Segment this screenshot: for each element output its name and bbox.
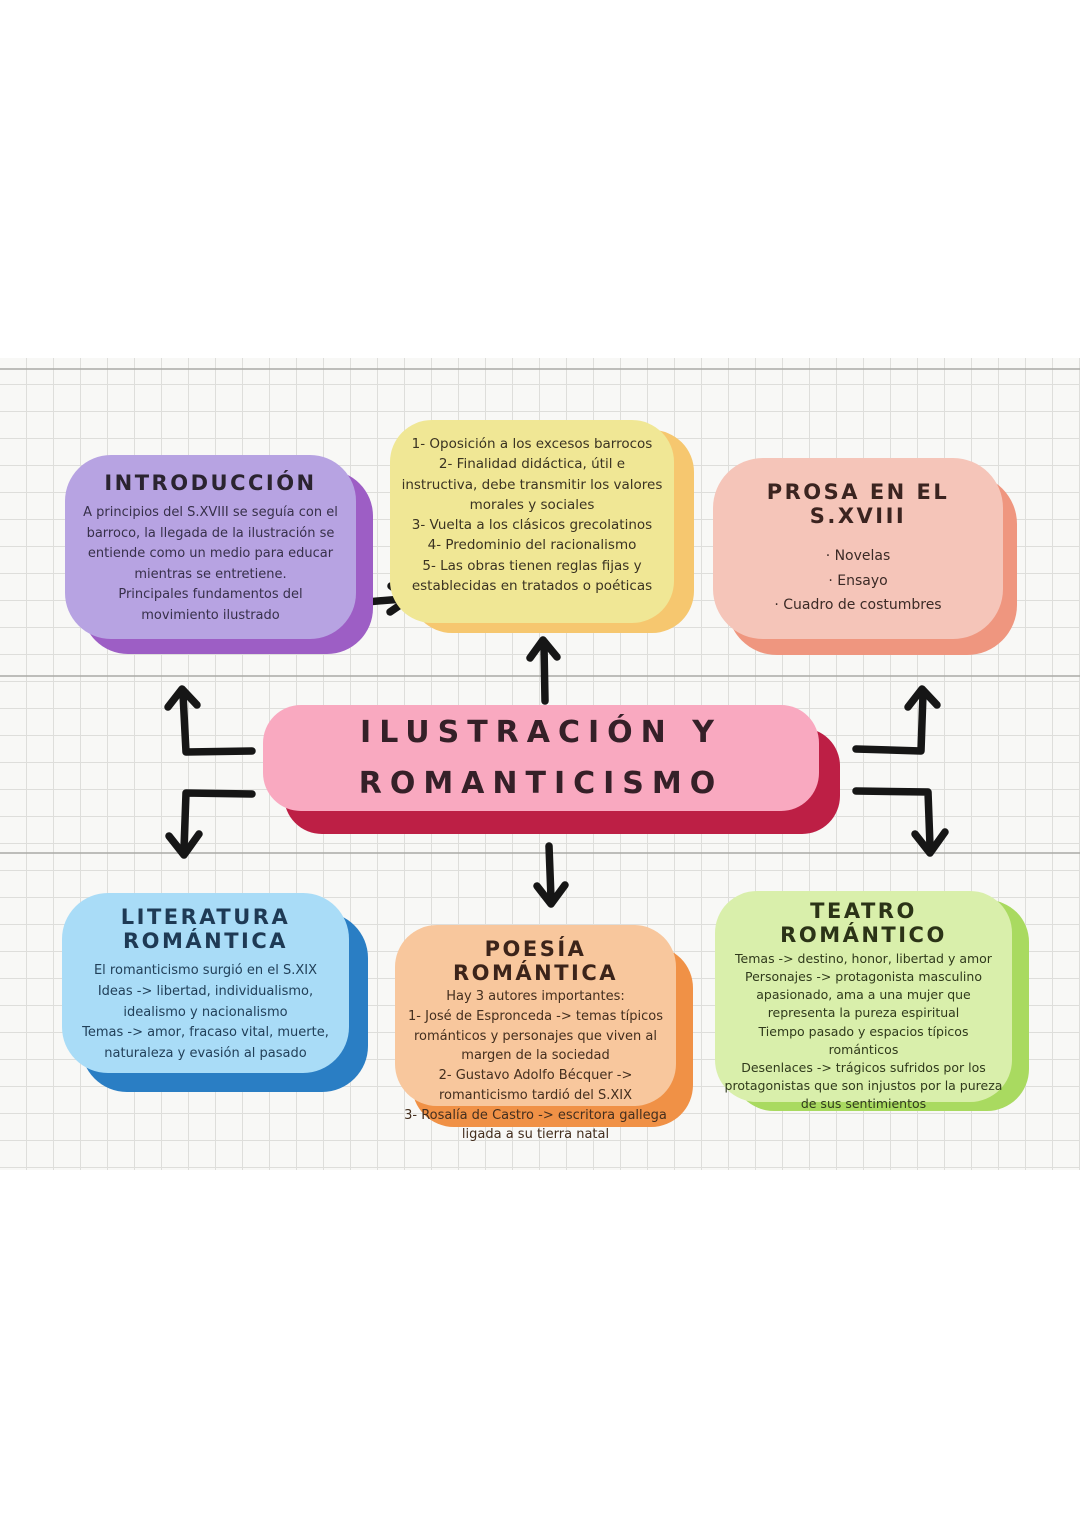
node-literatura-paragraph: Temas -> amor, fracaso vital, muerte, na…	[82, 1025, 329, 1062]
node-poesia-title: POESÍA ROMÁNTICA	[452, 937, 619, 985]
node-prosa-item: · Ensayo	[828, 572, 888, 589]
node-caracteristicas-list: 1- Oposición a los excesos barrocos 2- F…	[400, 434, 664, 596]
node-poesia: POESÍA ROMÁNTICA Hay 3 autores important…	[395, 925, 676, 1142]
node-teatro-title: TEATRO ROMÁNTICO	[780, 899, 947, 947]
node-poesia-paragraph: Hay 3 autores importantes:	[446, 989, 625, 1004]
node-literatura-title: LITERATURA ROMÁNTICA	[120, 905, 291, 953]
center-title-line2: ROMANTICISMO	[358, 766, 724, 801]
node-introduccion-paragraph: A principios del S.XVIII se seguía con e…	[83, 505, 338, 582]
node-poesia-paragraph: 2- Gustavo Adolfo Bécquer -> romanticism…	[438, 1068, 633, 1103]
node-prosa-title: PROSA EN EL S.XVIII	[766, 480, 950, 528]
node-caracteristicas-item: 3- Vuelta a los clásicos grecolatinos	[411, 517, 653, 533]
node-teatro-paragraph: Temas -> destino, honor, libertad y amor	[735, 951, 992, 966]
node-caracteristicas-item: 2- Finalidad didáctica, útil e instructi…	[401, 456, 663, 513]
node-caracteristicas: 1- Oposición a los excesos barrocos 2- F…	[390, 420, 674, 623]
node-teatro-paragraph: Tiempo pasado y espacios típicos románti…	[758, 1023, 969, 1057]
node-prosa-list: · Novelas · Ensayo · Cuadro de costumbre…	[729, 544, 987, 618]
center-title-line1: ILUSTRACIÓN Y	[360, 715, 722, 750]
node-caracteristicas-item: 1- Oposición a los excesos barrocos	[411, 436, 653, 452]
node-center-topic: ILUSTRACIÓN Y ROMANTICISMO	[263, 705, 819, 811]
node-introduccion-body: A principios del S.XVIII se seguía con e…	[79, 503, 342, 626]
node-teatro-paragraph: Desenlaces -> trágicos sufridos por los …	[724, 1059, 1003, 1111]
node-caracteristicas-item: 4- Predominio del racionalismo	[427, 537, 637, 554]
node-poesia-body: Hay 3 autores importantes: 1- José de Es…	[403, 987, 668, 1145]
node-literatura: LITERATURA ROMÁNTICA El romanticismo sur…	[62, 893, 349, 1073]
node-poesia-paragraph: 1- José de Espronceda -> temas típicos r…	[408, 1008, 663, 1064]
grid-dark-line	[0, 852, 1080, 854]
node-teatro-body: Temas -> destino, honor, libertad y amor…	[723, 950, 1004, 1113]
node-introduccion-paragraph: Principales fundamentos del movimiento i…	[118, 587, 303, 623]
node-prosa-item: · Cuadro de costumbres	[774, 597, 942, 613]
grid-dark-line	[0, 368, 1080, 370]
node-teatro: TEATRO ROMÁNTICO Temas -> destino, honor…	[715, 891, 1012, 1111]
node-literatura-body: El romanticismo surgió en el S.XIX Ideas…	[74, 961, 337, 1065]
node-poesia-paragraph: 3- Rosalía de Castro -> escritora galleg…	[404, 1107, 667, 1143]
grid-dark-line	[0, 675, 1080, 677]
node-introduccion: INTRODUCCIÓN A principios del S.XVIII se…	[65, 455, 356, 639]
node-prosa-item: · Novelas	[825, 548, 891, 564]
node-introduccion-title: INTRODUCCIÓN	[104, 471, 317, 495]
node-prosa: PROSA EN EL S.XVIII · Novelas · Ensayo ·…	[713, 458, 1003, 639]
node-literatura-paragraph: Ideas -> libertad, individualismo, ideal…	[97, 983, 314, 1020]
node-caracteristicas-item: 5- Las obras tienen reglas fijas y estab…	[411, 557, 653, 594]
node-literatura-paragraph: El romanticismo surgió en el S.XIX	[93, 963, 318, 978]
node-teatro-paragraph: Personajes -> protagonista masculino apa…	[745, 969, 982, 1021]
